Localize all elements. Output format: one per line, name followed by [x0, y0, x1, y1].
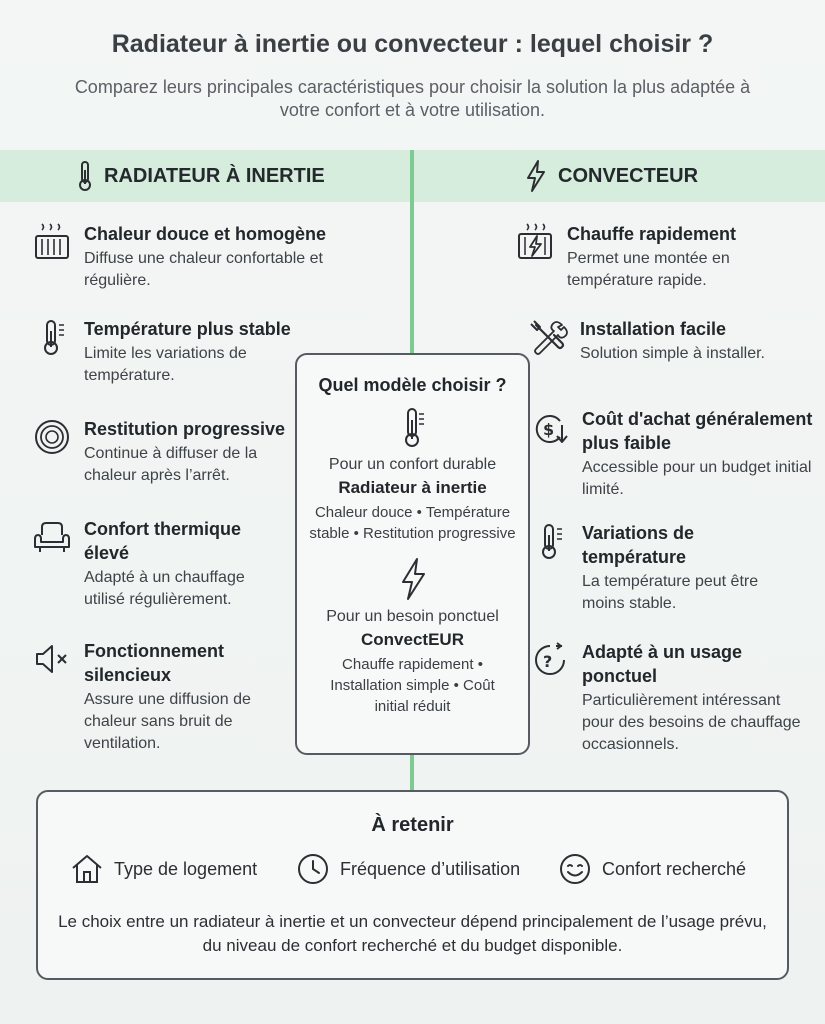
criterion-comfort: Confort recherché [558, 852, 746, 886]
option-b-name: ConvectEUR [361, 630, 464, 649]
right-item-3-desc: Accessible pour un budget initial limité… [582, 459, 812, 498]
right-item-2: Installation facile Solution simple à in… [528, 317, 818, 365]
smile-icon [560, 854, 590, 884]
thermometer-icon [44, 320, 64, 355]
right-item-2-desc: Solution simple à installer. [580, 345, 765, 362]
summary-title: À retenir [371, 814, 454, 836]
lightning-icon [401, 558, 425, 600]
right-item-5-desc: Particulièrement intéressant pour des be… [582, 692, 801, 753]
left-item-4-desc: Adapté à un chauffage utilisé régulièrem… [84, 569, 245, 608]
right-column-heading: CONVECTEUR [524, 150, 698, 202]
thermometer-icon [79, 161, 91, 191]
summary-body: Le choix entre un radiateur à inertie et… [58, 912, 767, 955]
thermometer-icon [542, 524, 562, 559]
house-icon [72, 855, 102, 883]
model-choice-title: Quel modèle choisir ? [318, 375, 507, 395]
svg-text:$: $ [543, 420, 554, 439]
left-item-5-title: Fonctionnement silencieux [84, 641, 224, 685]
criterion-housing-label: Type de logement [114, 858, 258, 879]
clock-icon [298, 854, 328, 884]
criterion-frequency-label: Fréquence d’utilisation [340, 858, 521, 879]
left-item-3-desc: Continue à diffuser de la chaleur après … [84, 445, 258, 484]
left-item-4-title: Confort thermique élevé [84, 519, 241, 563]
left-item-5-desc: Assure une diffusion de chaleur sans bru… [84, 691, 251, 752]
dollar-down-icon: $ [535, 415, 568, 443]
left-heading-label: RADIATEUR À INERTIE [104, 164, 325, 187]
option-b-features: Chauffe rapidement • Installation simple… [330, 656, 495, 715]
criterion-comfort-label: Confort recherché [602, 858, 747, 879]
lightning-icon [527, 160, 545, 192]
left-item-2-desc: Limite les variations de température. [84, 345, 247, 384]
option-b-need: Pour un besoin ponctuel [326, 608, 499, 625]
left-item-4: Confort thermique élevé Adapté à un chau… [32, 517, 362, 611]
radiator-heat-icon [35, 223, 69, 259]
clock-question-icon: ? [535, 642, 565, 675]
right-item-1: Chauffe rapidement Permet une montée en … [515, 222, 815, 292]
speaker-mute-icon [36, 645, 67, 673]
armchair-icon [34, 522, 70, 552]
right-item-3: $ Coût d'achat généralement plus faible … [530, 407, 820, 501]
left-column-heading: RADIATEUR À INERTIE [76, 150, 325, 202]
thermometer-icon [404, 408, 424, 447]
left-item-1: Chaleur douce et homogène Diffuse une ch… [32, 222, 362, 292]
svg-text:?: ? [543, 652, 552, 671]
left-item-1-desc: Diffuse une chaleur confortable et régul… [84, 250, 323, 289]
right-item-1-desc: Permet une montée en température rapide. [567, 250, 730, 289]
criterion-housing: Type de logement [70, 852, 257, 886]
heater-lightning-icon [518, 223, 552, 259]
left-item-3-title: Restitution progressive [84, 419, 286, 439]
criterion-frequency: Fréquence d’utilisation [296, 852, 520, 886]
left-item-2-title: Température plus stable [84, 319, 291, 339]
left-item-1-title: Chaleur douce et homogène [84, 224, 327, 244]
right-item-1-title: Chauffe rapidement [567, 224, 737, 244]
tools-icon [530, 320, 568, 355]
option-a-features: Chaleur douce • Température stable • Res… [309, 504, 516, 542]
right-item-3-title: Coût d'achat généralement plus faible [582, 409, 813, 453]
page-subtitle: Comparez leurs principales caractéristiq… [74, 77, 751, 120]
summary-box: À retenir Type de logement Fréquence d’u… [36, 790, 789, 980]
concentric-waves-icon [35, 420, 69, 454]
left-item-3: Restitution progressive Continue à diffu… [32, 417, 362, 487]
right-item-2-title: Installation facile [580, 319, 727, 339]
model-choice-box: Quel modèle choisir ? Pour un confort du… [295, 353, 530, 755]
page-title: Radiateur à inertie ou convecteur : lequ… [111, 30, 714, 58]
left-item-5: Fonctionnement silencieux Assure une dif… [32, 639, 362, 755]
right-heading-label: CONVECTEUR [558, 164, 699, 187]
right-item-4-desc: La température peut être moins stable. [582, 573, 759, 612]
option-a-name: Radiateur à inertie [338, 478, 487, 497]
right-item-4-title: Variations de température [582, 523, 695, 567]
left-item-2: Température plus stable Limite les varia… [32, 317, 362, 387]
option-a-need: Pour un confort durable [328, 456, 497, 473]
right-item-5-title: Adapté à un usage ponctuel [582, 642, 743, 686]
right-item-4: Variations de température La température… [530, 521, 820, 615]
right-item-5: ? Adapté à un usage ponctuel Particulièr… [530, 640, 820, 756]
